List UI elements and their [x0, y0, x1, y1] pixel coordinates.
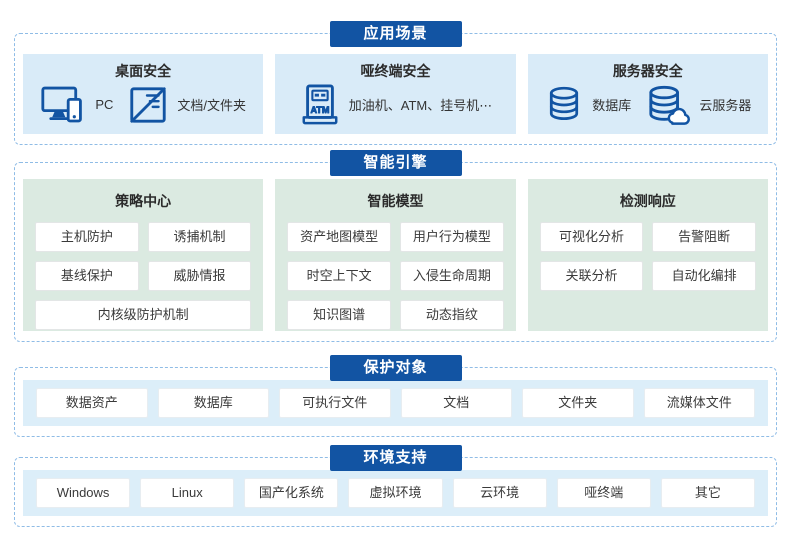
item-chip: 文件夹 [522, 388, 634, 418]
item-chip: 知识图谱 [287, 300, 391, 330]
application-scenarios-groups: 桌面安全 PC [15, 34, 776, 144]
panel-title: 智能模型 [367, 193, 424, 209]
pc-icon [41, 86, 83, 122]
item-chip: Linux [140, 478, 235, 508]
item-chip: 文档 [400, 388, 512, 418]
section-application-scenarios: 应用场景 桌面安全 PC [14, 21, 777, 145]
group-title: 服务器安全 [612, 63, 683, 79]
item-chip: 基线保护 [35, 261, 139, 291]
group-server-security: 服务器安全 数据库 [527, 54, 768, 134]
item-chip: 关联分析 [539, 261, 644, 291]
database-item: 数据库 [544, 84, 631, 126]
group-title: 桌面安全 [115, 63, 172, 79]
icon-label: 文档/文件夹 [177, 98, 246, 113]
environment-support-list: Windows Linux 国产化系统 虚拟环境 云环境 哑终端 其它 [23, 470, 768, 516]
atm-item: ATM 加油机、ATM、挂号机⋯ [299, 83, 493, 126]
section-environment-support: 环境支持 Windows Linux 国产化系统 虚拟环境 云环境 哑终端 其它 [14, 445, 777, 527]
item-chip: 流媒体文件 [643, 388, 755, 418]
item-chip: 告警阻断 [652, 222, 756, 252]
section-protected-objects: 保护对象 数据资产 数据库 可执行文件 文档 文件夹 流媒体文件 [14, 355, 777, 437]
item-chip: 资产地图模型 [287, 222, 391, 252]
section-badge-intelligent-engine: 智能引擎 [329, 150, 462, 176]
document-folder-icon [130, 86, 167, 123]
group-title: 哑终端安全 [360, 63, 431, 79]
pc-item: PC [40, 84, 113, 126]
item-chip: 内核级防护机制 [35, 300, 252, 330]
item-chip: 数据库 [157, 388, 269, 418]
item-chip: 时空上下文 [287, 261, 391, 291]
section-badge-protected-objects: 保护对象 [329, 355, 462, 381]
item-chip: 其它 [660, 478, 755, 508]
section-badge-environment-support: 环境支持 [329, 445, 462, 471]
item-chip: 国产化系统 [244, 478, 339, 508]
item-chip: 哑终端 [556, 478, 651, 508]
document-folder-item: 文档/文件夹 [127, 84, 246, 126]
panel-title: 策略中心 [115, 193, 172, 209]
panel-policy-center: 策略中心 主机防护 诱捕机制 基线保护 威胁情报 内核级防护机制 [23, 179, 264, 331]
panel-intelligent-model: 智能模型 资产地图模型 用户行为模型 时空上下文 入侵生命周期 知识图谱 动态指… [275, 179, 516, 331]
icon-label: 加油机、ATM、挂号机⋯ [348, 98, 493, 113]
group-desktop-security: 桌面安全 PC [23, 54, 264, 134]
item-chip: 威胁情报 [147, 261, 252, 291]
icon-label: 数据库 [592, 98, 632, 113]
icon-label: 云服务器 [699, 98, 752, 113]
product-architecture-diagram: 应用场景 桌面安全 PC [14, 21, 777, 527]
item-chip: 诱捕机制 [147, 222, 252, 252]
item-chip: 可视化分析 [539, 222, 644, 252]
item-chip: 入侵生命周期 [400, 261, 504, 291]
item-chip: 云环境 [452, 478, 547, 508]
database-icon [550, 86, 579, 120]
item-chip: 虚拟环境 [348, 478, 443, 508]
item-chip: 主机防护 [35, 222, 139, 252]
section-intelligent-engine: 智能引擎 策略中心 主机防护 诱捕机制 基线保护 威胁情报 内核级防护机制 智能… [14, 150, 777, 342]
group-dumb-terminal-security: 哑终端安全 ATM 加油机、ATM、挂号机⋯ [275, 54, 516, 134]
panel-detection-response: 检测响应 可视化分析 告警阻断 关联分析 自动化编排 [527, 179, 768, 331]
protected-objects-list: 数据资产 数据库 可执行文件 文档 文件夹 流媒体文件 [23, 380, 768, 426]
item-chip: Windows [36, 478, 131, 508]
atm-icon: ATM [302, 83, 338, 124]
intelligent-engine-panels: 策略中心 主机防护 诱捕机制 基线保护 威胁情报 内核级防护机制 智能模型 资产… [15, 163, 776, 341]
cloud-server-icon [649, 85, 691, 125]
icon-label: PC [95, 97, 114, 112]
item-chip: 自动化编排 [652, 261, 756, 291]
section-badge-application-scenarios: 应用场景 [329, 21, 462, 47]
item-chip: 用户行为模型 [400, 222, 504, 252]
item-chip: 可执行文件 [279, 388, 391, 418]
item-chip: 动态指纹 [400, 300, 504, 330]
atm-icon-label: ATM [310, 105, 329, 115]
cloud-server-item: 云服务器 [645, 84, 751, 126]
item-chip: 数据资产 [36, 388, 148, 418]
panel-title: 检测响应 [619, 193, 676, 209]
